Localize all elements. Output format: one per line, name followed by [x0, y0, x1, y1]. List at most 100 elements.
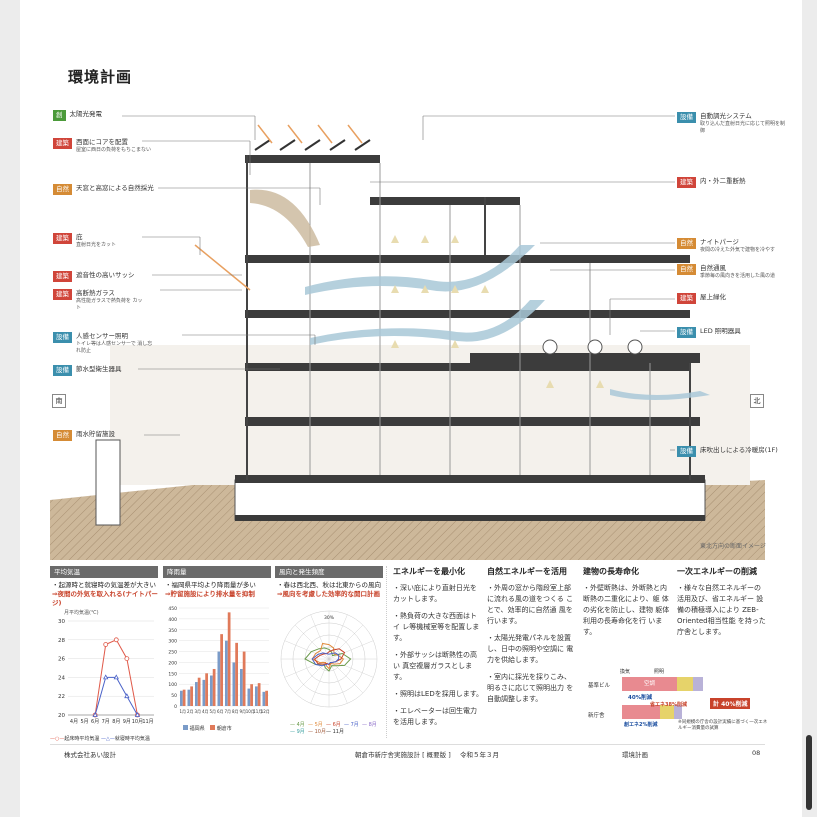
column-longevity: 建物の長寿命化 ・外壁断熱は、外断熱と内 断熱の二重化により、躯 体の劣化を防止… — [583, 566, 673, 644]
label-auto-dimming: 設備 自動調光システム取り込んだ直射日光に応じて照明を制御 — [677, 112, 788, 135]
x-tick-label: 6月 — [91, 719, 99, 725]
legend-ventilation: 換気 — [620, 669, 631, 675]
x-tick-label: 9月 — [239, 709, 246, 714]
panel-note: ・福岡県平均より降雨量が多い — [165, 581, 256, 589]
label-water-saving: 設備 節水型衛生器具 — [53, 365, 122, 376]
bar — [217, 651, 221, 706]
legend-month: — 11月 — [326, 729, 344, 735]
row-label-new: 新庁舎 — [588, 713, 605, 719]
panel-temperature: 平均気温 ・起源時と就寝時の気温差が大きい ⇒夜間の外気を取入れる(ナイトパージ… — [50, 566, 158, 742]
radar-spoke — [294, 658, 330, 694]
row-label-base: 基準ビル — [588, 683, 611, 689]
scrollbar-thumb[interactable] — [806, 735, 812, 810]
x-tick-label: 9月 — [123, 719, 131, 725]
tag-badge: 自然 — [677, 264, 696, 275]
bar — [265, 690, 268, 706]
bar-new-lighting — [674, 705, 682, 719]
bar — [255, 686, 258, 706]
save-label-2: 省エネ38%削減 — [650, 702, 687, 708]
panel-note: ・春は西北西、秋は北東からの風向 — [277, 581, 381, 589]
x-tick-label: 11月 — [253, 709, 262, 714]
x-tick-label: 7月 — [224, 709, 231, 714]
radar-spoke — [328, 658, 348, 704]
tag-badge: 設備 — [53, 365, 72, 376]
bullet: ・外部サッシは断熱性の高い 真空複層ガラスとします。 — [393, 651, 477, 681]
bullet: ・熱負荷の大きな西面はトイ レ等機械室等を配置します。 — [393, 612, 480, 642]
building-section-illustration — [50, 115, 765, 560]
bar — [205, 673, 208, 706]
bar — [180, 690, 183, 706]
x-tick-label: 2月 — [187, 709, 194, 714]
x-tick-label: 11月 — [142, 719, 153, 725]
tag-badge: 建築 — [53, 289, 72, 300]
x-tick-label: 10月 — [246, 709, 255, 714]
divider — [386, 566, 387, 738]
direction-north: 北 — [750, 394, 764, 408]
x-tick-label: 8月 — [112, 719, 120, 725]
y-tick-label: 22 — [58, 694, 65, 700]
data-point — [103, 674, 109, 680]
label-west-core: 建築 西面にコアを配置屋室に西日の負荷をもちこまない — [53, 138, 151, 154]
y-tick-label: 100 — [168, 682, 177, 688]
radar-spoke — [328, 658, 374, 678]
tag-badge: 建築 — [677, 177, 696, 188]
bar — [247, 688, 251, 706]
energy-comparison: 換気 照明 基準ビル 空調 新庁舎 40%削減 省エネ38%削減 計 40%削減… — [588, 668, 768, 738]
bar — [227, 612, 231, 706]
radar-spoke — [310, 614, 330, 660]
label-insulated-glass: 建築 高断熱ガラス高性能ガラスで熱負荷を カット — [53, 289, 146, 312]
view-caption: 東北方向の断面イメージ — [700, 543, 766, 550]
data-point — [113, 637, 119, 643]
direction-south: 南 — [52, 394, 66, 408]
bar — [212, 668, 216, 706]
column-heading: エネルギーを最小化 — [393, 567, 465, 576]
x-tick-label: 6月 — [217, 709, 224, 714]
y-tick-label: 50 — [171, 693, 177, 699]
label-eaves: 建築 庇直射日光をカット — [53, 233, 116, 249]
data-point — [134, 711, 141, 717]
page-title: 環境計画 — [68, 68, 133, 86]
footer-company: 株式会社あい設計 — [64, 751, 116, 759]
panel-conclusion: ⇒貯留施設により排水量を抑制 — [165, 590, 255, 598]
bar — [242, 651, 246, 706]
page-footer: 株式会社あい設計 朝倉市新庁舎実施設計 [ 概要版 ] 令和５年３月 環境計画 … — [50, 744, 765, 762]
bar — [210, 675, 213, 706]
bar — [220, 634, 223, 706]
bar — [257, 683, 261, 706]
tag-badge: 自然 — [53, 430, 72, 441]
tag-badge: 自然 — [53, 184, 72, 195]
label-roof-greening: 建築 屋上緑化 — [677, 293, 726, 304]
legend-month: — 4月 — [290, 722, 305, 728]
wind-series — [311, 652, 340, 667]
bar — [197, 677, 201, 706]
legend-asakura: 朝倉市 — [216, 726, 232, 732]
column-heading: 一次エネルギーの削減 — [677, 567, 757, 576]
legend-month: — 8月 — [362, 722, 377, 728]
panel-header: 降雨量 — [163, 566, 271, 578]
tag-badge: 建築 — [53, 271, 72, 282]
tag-badge: 建築 — [53, 233, 72, 244]
x-tick-label: 1月 — [179, 709, 186, 714]
radar-spoke — [328, 614, 348, 660]
bar-ventilation — [677, 677, 693, 691]
x-tick-label: 3月 — [194, 709, 201, 714]
chart-title: 月平均気温(℃) — [64, 610, 99, 616]
legend-month: — 6月 — [326, 722, 341, 728]
bullet: ・太陽光発電パネルを設置 し、日中の照明や空調に 電力を供給します。 — [487, 634, 574, 664]
column-primary-energy: 一次エネルギーの削減 ・様々な自然エネルギーの 活用及び、省エネルギー 設備の積… — [677, 566, 767, 644]
y-tick-label: 20 — [58, 713, 65, 719]
label-night-purge: 自然 ナイトパージ夜間の冷えた外気で建物を冷やす — [677, 238, 788, 254]
legend-month: — 10月 — [308, 729, 326, 735]
tag-badge: 自然 — [677, 238, 696, 249]
panel-note: ・起源時と就寝時の気温差が大きい — [52, 581, 156, 589]
panel-wind: 風向と発生頻度 ・春は西北西、秋は北東からの風向 ⇒風向を考慮した効率的な開口計… — [275, 566, 383, 736]
tag-badge: 設備 — [677, 112, 696, 123]
label-double-insulation: 建築 内・外二重断熱 — [677, 177, 746, 188]
tag-badge: 創 — [53, 110, 66, 121]
tag-badge: 設備 — [677, 446, 696, 457]
bar — [232, 662, 236, 706]
column-heading: 自然エネルギーを活用 — [487, 567, 567, 576]
energy-note: ※同規模の庁舎の設計実績に基づく一次エネルギー消費量の試算 — [678, 720, 768, 731]
